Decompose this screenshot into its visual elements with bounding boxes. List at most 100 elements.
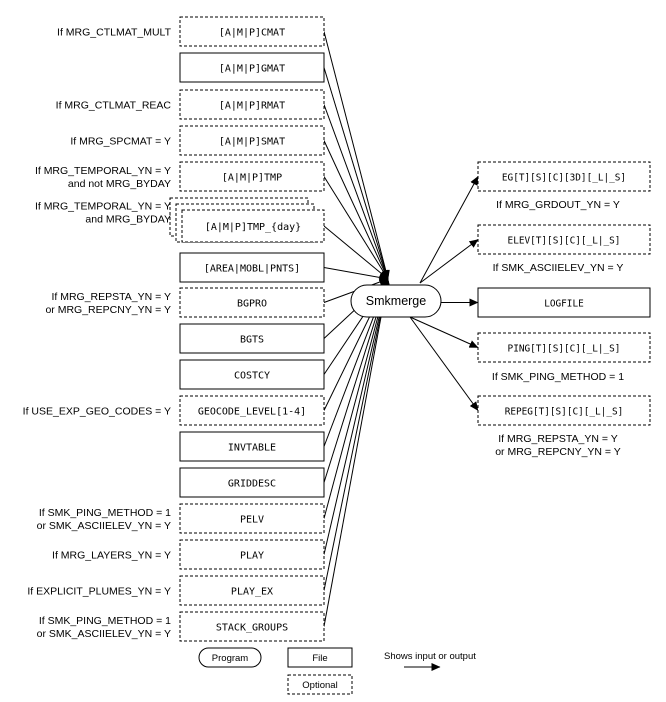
program-label: Smkmerge (366, 294, 426, 308)
input-file-gmat: [A|M|P]GMAT (179, 52, 325, 83)
input-file-bgts: BGTS (179, 323, 325, 354)
legend-program-label: Program (212, 653, 249, 664)
file-label: [A|M|P]RMAT (219, 101, 285, 112)
file-label: [A|M|P]TMP (222, 173, 282, 184)
legend-program-shape (198, 647, 262, 668)
file-shape (179, 287, 325, 318)
input-condition: If MRG_TEMPORAL_YN = Y (35, 201, 171, 213)
input-condition: or SMK_ASCIIELEV_YN = Y (37, 520, 171, 532)
file-shape (477, 224, 651, 255)
input-file-play: PLAY (179, 539, 325, 570)
file-label: EG[T][S][C][3D][_L|_S] (502, 173, 626, 184)
file-label: COSTCY (234, 371, 270, 382)
output-condition: If SMK_PING_METHOD = 1 (492, 371, 624, 383)
input-file-tmpday: [A|M|P]TMP_{day} (169, 197, 325, 243)
file-shape (179, 359, 325, 390)
input-file-tmp: [A|M|P]TMP (179, 161, 325, 192)
input-file-pnts: [AREA|MOBL|PNTS] (179, 252, 325, 283)
output-file-ping: PING[T][S][C][_L|_S] (477, 332, 651, 363)
file-shape (179, 52, 325, 83)
input-condition: If MRG_CTLMAT_MULT (57, 27, 172, 39)
legend-file-shape (287, 647, 353, 668)
input-file-pelv: PELV (179, 503, 325, 534)
input-file-ctlmat: [A|M|P]CMAT (179, 16, 325, 47)
edge-play-to-smkmerge (323, 278, 390, 555)
input-file-costcy: COSTCY (179, 359, 325, 390)
input-file-smat: [A|M|P]SMAT (179, 125, 325, 156)
input-file-invtable: INVTABLE (179, 431, 325, 462)
input-condition: If MRG_CTLMAT_REAC (56, 100, 172, 112)
file-shape (179, 503, 325, 534)
output-condition: If MRG_REPSTA_YN = Y (498, 433, 618, 445)
edge-playex-to-smkmerge (323, 278, 391, 591)
input-condition: If EXPLICIT_PLUMES_YN = Y (27, 586, 171, 598)
legend-file-label: File (312, 653, 327, 664)
file-shape (179, 431, 325, 462)
edge-gmat-to-smkmerge (323, 67, 390, 280)
file-shape (179, 611, 325, 642)
input-file-geocode: GEOCODE_LEVEL[1-4] (179, 395, 325, 426)
input-condition: If SMK_PING_METHOD = 1 (39, 615, 171, 627)
edge-ctlmat-to-smkmerge (323, 31, 390, 280)
file-label: GRIDDESC (228, 479, 276, 490)
edge-smkmerge-to-repeg (409, 316, 479, 411)
program-shape (350, 284, 442, 318)
legend-arrow-label: Shows input or output (384, 651, 476, 662)
edges-layer (323, 31, 479, 627)
input-condition: If USE_EXP_GEO_CODES = Y (23, 406, 171, 418)
input-condition: If SMK_PING_METHOD = 1 (39, 507, 171, 519)
file-label: BGPRO (237, 299, 267, 310)
input-file-bgpro: BGPRO (179, 287, 325, 318)
file-shape (181, 209, 325, 243)
file-shape (477, 287, 651, 318)
file-label: GEOCODE_LEVEL[1-4] (198, 407, 306, 418)
file-shape (179, 89, 325, 120)
file-label: [A|M|P]GMAT (219, 64, 285, 75)
file-label: [A|M|P]CMAT (219, 28, 285, 39)
file-label: BGTS (240, 335, 264, 346)
input-file-rmat: [A|M|P]RMAT (179, 89, 325, 120)
file-shape (179, 395, 325, 426)
file-label: REPEG[T][S][C][_L|_S] (505, 407, 624, 418)
input-condition: If MRG_TEMPORAL_YN = Y (35, 165, 171, 177)
file-shape (179, 161, 325, 192)
file-label: PLAY (240, 551, 264, 562)
input-condition: If MRG_SPCMAT = Y (70, 136, 171, 148)
input-condition: and MRG_BYDAY (85, 214, 171, 226)
file-label: INVTABLE (228, 443, 276, 454)
legend-optional-shape (287, 674, 353, 695)
file-label: [A|M|P]SMAT (219, 137, 285, 148)
edge-pelv-to-smkmerge (323, 278, 390, 519)
output-file-egts: EG[T][S][C][3D][_L|_S] (477, 161, 651, 192)
file-shape (179, 16, 325, 47)
file-shape (179, 125, 325, 156)
output-condition: or MRG_REPCNY_YN = Y (495, 446, 621, 458)
edge-smkmerge-to-ping (409, 316, 479, 348)
file-shape (477, 161, 651, 192)
output-file-logfile: LOGFILE (477, 287, 651, 318)
file-label: [AREA|MOBL|PNTS] (204, 264, 300, 275)
legend-optional-label: Optional (302, 680, 337, 691)
edge-smkmerge-to-elev (419, 239, 479, 284)
input-condition: and not MRG_BYDAY (68, 178, 171, 190)
output-file-repeg: REPEG[T][S][C][_L|_S] (477, 395, 651, 426)
input-file-griddesc: GRIDDESC (179, 467, 325, 498)
file-shape (179, 252, 325, 283)
file-shape (179, 539, 325, 570)
input-condition: or SMK_ASCIIELEV_YN = Y (37, 628, 171, 640)
input-file-stackgroups: STACK_GROUPS (179, 611, 325, 642)
output-file-elev: ELEV[T][S][C][_L|_S] (477, 224, 651, 255)
file-shape (179, 575, 325, 606)
file-label: PLAY_EX (231, 587, 273, 598)
file-label: PING[T][S][C][_L|_S] (508, 344, 621, 355)
input-condition: If MRG_LAYERS_YN = Y (52, 550, 171, 562)
file-label: PELV (240, 515, 264, 526)
output-condition: If MRG_GRDOUT_YN = Y (496, 199, 620, 211)
edge-tmp-to-smkmerge (323, 176, 389, 280)
edge-tmpday-to-smkmerge (323, 225, 389, 280)
output-condition: If SMK_ASCIIELEV_YN = Y (493, 262, 624, 274)
input-file-playex: PLAY_EX (179, 575, 325, 606)
file-label: ELEV[T][S][C][_L|_S] (508, 236, 621, 247)
edge-smkmerge-to-egts (419, 176, 479, 284)
